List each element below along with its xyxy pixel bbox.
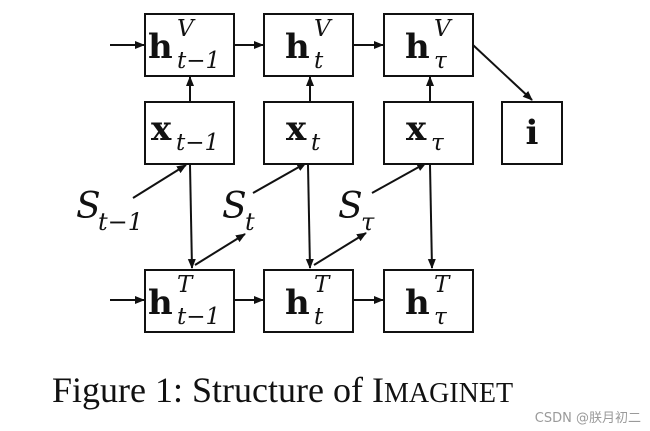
node-ht-prev-main: h bbox=[148, 283, 173, 323]
node-x-tau-box bbox=[383, 101, 474, 165]
arrow-x-tau-to-ht-tau bbox=[427, 164, 436, 269]
node-ht-prev: h T t−1 bbox=[144, 269, 235, 333]
node-hv-prev-sup: V bbox=[177, 16, 196, 42]
node-hv-t-box bbox=[263, 13, 354, 77]
arrow-s-t-to-x-t bbox=[252, 162, 307, 194]
node-hv-prev-box bbox=[144, 13, 235, 77]
node-ht-t: h T t bbox=[263, 269, 354, 333]
node-ht-t-main: h bbox=[285, 283, 310, 323]
node-x-t-main: x bbox=[286, 109, 307, 149]
node-ht-tau-box bbox=[383, 269, 474, 333]
arrow-s-prev-to-x-prev bbox=[132, 164, 187, 199]
node-x-tau: x τ bbox=[383, 101, 474, 165]
node-hv-tau-main: h bbox=[405, 27, 430, 67]
node-hv-tau-box bbox=[383, 13, 474, 77]
label-s-tau: S τ bbox=[338, 186, 375, 236]
arrow-ht-prev-to-s-t bbox=[194, 233, 246, 266]
figure-caption-name-initial: I bbox=[372, 370, 384, 410]
node-hv-t: h V t bbox=[263, 13, 354, 77]
node-hv-t-sub: t bbox=[314, 48, 324, 74]
label-s-tau-main: S bbox=[338, 186, 363, 227]
label-s-prev: S t−1 bbox=[76, 186, 143, 236]
arrow-ht-t-to-s-tau bbox=[313, 232, 367, 266]
node-hv-tau-sup: V bbox=[434, 16, 453, 42]
node-ht-tau-sup: T bbox=[434, 272, 451, 298]
label-s-t-main: S bbox=[222, 186, 247, 227]
label-s-prev-main: S bbox=[76, 186, 101, 227]
node-ht-t-sup: T bbox=[314, 272, 331, 298]
node-x-prev-box bbox=[144, 101, 235, 165]
label-s-tau-sub: τ bbox=[361, 208, 375, 236]
node-x-prev-main: x bbox=[151, 109, 172, 149]
node-x-tau-sub: τ bbox=[431, 130, 445, 156]
node-x-tau-main: x bbox=[406, 109, 427, 149]
node-i-main: i bbox=[526, 113, 539, 153]
node-hv-t-sup: V bbox=[314, 16, 333, 42]
node-x-t-sub: t bbox=[311, 130, 321, 156]
arrows bbox=[110, 41, 533, 304]
node-x-t-box bbox=[263, 101, 354, 165]
arrow-x-prev-to-ht-prev bbox=[187, 164, 196, 269]
node-i: i bbox=[501, 101, 563, 165]
node-hv-t-main: h bbox=[285, 27, 310, 67]
label-s-t-sub: t bbox=[245, 208, 255, 236]
node-ht-prev-box bbox=[144, 269, 235, 333]
node-hv-prev-main: h bbox=[148, 27, 173, 67]
figure-caption: Figure 1: Structure of IMAGINET bbox=[52, 370, 513, 410]
node-ht-prev-sup: T bbox=[177, 272, 194, 298]
node-hv-prev-sub: t−1 bbox=[177, 48, 220, 74]
node-x-prev-sub: t−1 bbox=[176, 130, 219, 156]
node-hv-tau-sub: τ bbox=[434, 48, 448, 74]
arrow-hv-tau-to-i bbox=[472, 44, 533, 101]
node-hv-tau: h V τ bbox=[383, 13, 474, 77]
node-i-box bbox=[501, 101, 563, 165]
figure-caption-name-rest: MAGINET bbox=[384, 378, 513, 409]
node-ht-tau: h T τ bbox=[383, 269, 474, 333]
arrow-s-tau-to-x-tau bbox=[371, 162, 427, 194]
node-ht-t-box bbox=[263, 269, 354, 333]
arrow-x-t-to-ht-t bbox=[305, 164, 314, 269]
label-s-t: S t bbox=[222, 186, 255, 236]
node-ht-tau-sub: τ bbox=[434, 304, 448, 330]
node-ht-prev-sub: t−1 bbox=[177, 304, 220, 330]
node-x-prev: x t−1 bbox=[144, 101, 235, 165]
csdn-watermark: CSDN @朕月初二 bbox=[535, 411, 641, 426]
node-ht-t-sub: t bbox=[314, 304, 324, 330]
node-ht-tau-main: h bbox=[405, 283, 430, 323]
node-hv-prev: h V t−1 bbox=[144, 13, 235, 77]
label-s-prev-sub: t−1 bbox=[98, 208, 143, 236]
figure-caption-prefix: Figure 1: Structure of bbox=[52, 370, 372, 410]
node-x-t: x t bbox=[263, 101, 354, 165]
